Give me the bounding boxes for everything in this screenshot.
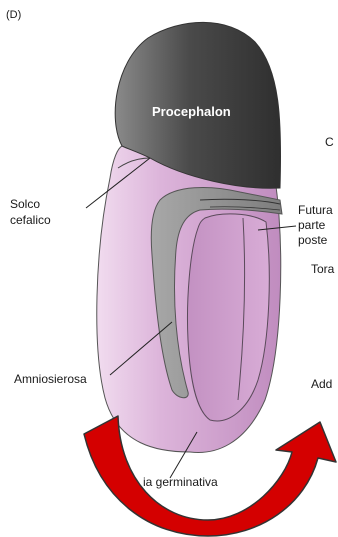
tora-label: Tora xyxy=(311,262,334,276)
procephalon-label: Procephalon xyxy=(152,105,231,119)
panel-label: (D) xyxy=(6,8,21,22)
solco-label-line1: Solco xyxy=(10,197,40,211)
c-label: C xyxy=(325,135,334,149)
futura-label-line3: poste xyxy=(298,233,327,247)
add-label: Add xyxy=(311,377,332,391)
amniosierosa-label: Amniosierosa xyxy=(14,372,87,386)
solco-label-line2: cefalico xyxy=(10,213,51,227)
germinativa-label: ia germinativa xyxy=(143,475,218,489)
futura-label-line2: parte xyxy=(298,218,325,232)
futura-label-line1: Futura xyxy=(298,203,333,217)
